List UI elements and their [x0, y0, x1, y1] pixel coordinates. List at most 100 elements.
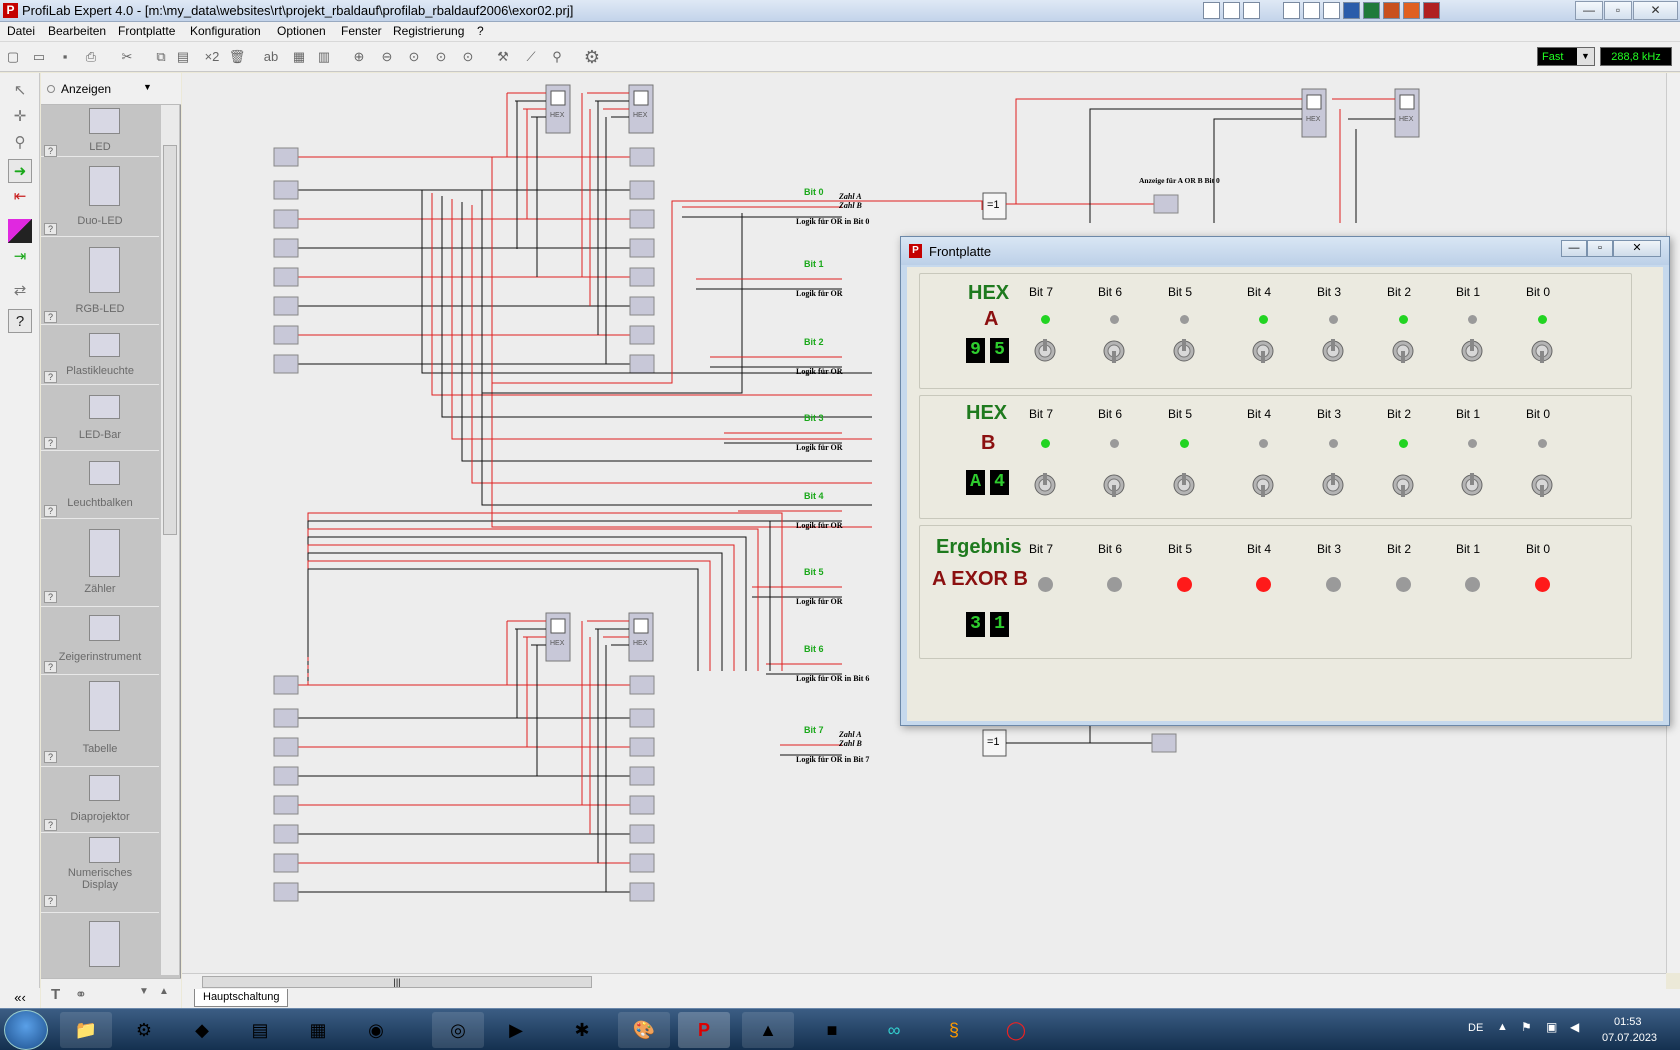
help-icon[interactable]: ? — [44, 751, 57, 763]
delete-icon[interactable]: 🗑 — [228, 49, 246, 64]
copy-icon[interactable]: ⧉ — [156, 49, 166, 64]
pointer-icon[interactable]: ↖ — [13, 82, 27, 99]
quicklaunch-icon[interactable] — [1283, 2, 1300, 19]
paint-task-icon[interactable]: 🎨 — [618, 1012, 670, 1048]
toggle-switch[interactable] — [1033, 469, 1057, 501]
paste-icon[interactable]: ▤ — [176, 49, 190, 64]
zoom-all-icon[interactable]: ⊙ — [462, 49, 474, 64]
close-button[interactable]: ✕ — [1613, 240, 1661, 257]
probe-icon[interactable]: ⚲ — [552, 49, 562, 64]
wire-icon[interactable]: ⟋ — [526, 49, 536, 64]
palette-item[interactable]: Plastikleuchte ? — [41, 325, 159, 385]
swap-icon[interactable]: ⇄ — [13, 282, 27, 299]
menu-konfiguration[interactable]: Konfiguration — [190, 24, 261, 38]
palette-item[interactable]: Diaprojektor ? — [41, 767, 159, 833]
toggle-switch[interactable] — [1321, 469, 1345, 501]
horizontal-scrollbar[interactable]: ||| — [182, 973, 1666, 989]
quicklaunch-icon[interactable] — [1323, 2, 1340, 19]
app-task-icon[interactable]: ◯ — [1005, 1020, 1027, 1040]
help-icon[interactable]: ? — [44, 591, 57, 603]
palette-header[interactable]: Anzeigen ▼ — [41, 73, 181, 105]
tray-up-icon[interactable]: ▲ — [1497, 1021, 1508, 1033]
menu-optionen[interactable]: Optionen — [277, 24, 326, 38]
profilab-task-icon[interactable]: P — [678, 1012, 730, 1048]
grid-icon[interactable]: ▦ — [292, 49, 306, 64]
settings-task-icon[interactable]: ⚙ — [135, 1020, 153, 1040]
new-file-icon[interactable]: ▢ — [6, 49, 20, 64]
frontplatte-titlebar[interactable]: P Frontplatte — ▫ ✕ — [901, 237, 1669, 265]
app-task-icon[interactable]: ◉ — [368, 1020, 384, 1040]
arduino-task-icon[interactable]: ∞ — [887, 1020, 901, 1040]
quicklaunch-icon[interactable] — [1223, 2, 1240, 19]
run-arrow-icon[interactable]: ➜ — [8, 159, 32, 183]
help-icon[interactable]: ? — [44, 223, 57, 235]
toggle-switch[interactable] — [1033, 335, 1057, 367]
chrome-task-icon[interactable]: ◎ — [432, 1012, 484, 1048]
start-button[interactable] — [4, 1010, 48, 1050]
excel-icon[interactable] — [1363, 2, 1380, 19]
print-icon[interactable]: ⎙ — [85, 49, 97, 64]
app-icon[interactable] — [1423, 2, 1440, 19]
palette-item[interactable]: RGB-LED ? — [41, 237, 159, 325]
toggle-switch[interactable] — [1321, 335, 1345, 367]
palette-item[interactable]: Zeigerinstrument ? — [41, 607, 159, 675]
menu-bearbeiten[interactable]: Bearbeiten — [48, 24, 107, 38]
volume-icon[interactable]: ◀ — [1570, 1020, 1580, 1034]
menu-registrierung[interactable]: Registrierung — [393, 24, 465, 38]
language-indicator[interactable]: DE — [1468, 1022, 1484, 1034]
app-task-icon[interactable]: ▤ — [251, 1020, 269, 1040]
menu-help[interactable]: ? — [477, 24, 484, 38]
quicklaunch-icon[interactable] — [1303, 2, 1320, 19]
maximize-button[interactable]: ▫ — [1587, 240, 1613, 257]
collapse-icon[interactable]: «‹ — [0, 988, 40, 1008]
word-icon[interactable] — [1343, 2, 1360, 19]
menu-datei[interactable]: Datei — [7, 24, 36, 38]
stop-icon[interactable]: ⇤ — [13, 188, 27, 205]
toggle-switch[interactable] — [1391, 469, 1415, 501]
app-task-icon[interactable]: ✱ — [574, 1020, 590, 1040]
help-icon[interactable]: ? — [44, 311, 57, 323]
menu-fenster[interactable]: Fenster — [341, 24, 382, 38]
network-icon[interactable]: ▣ — [1546, 1020, 1558, 1034]
frontplatte-window[interactable]: P Frontplatte — ▫ ✕ HEX A 9 5 HEX B A 4 … — [900, 236, 1670, 726]
help-pointer-icon[interactable]: ? — [8, 309, 32, 333]
chevron-down-icon[interactable]: ▼ — [143, 82, 152, 92]
media-task-icon[interactable]: ▶ — [509, 1020, 523, 1040]
quicklaunch-icon[interactable] — [1203, 2, 1220, 19]
app-task-icon[interactable]: ▲ — [742, 1012, 794, 1048]
minimize-button[interactable]: — — [1561, 240, 1587, 257]
zoom-out-icon[interactable]: ⊖ — [381, 49, 393, 64]
quicklaunch-icon[interactable] — [1243, 2, 1260, 19]
toggle-switch[interactable] — [1172, 335, 1196, 367]
palette-item[interactable]: LED-Bar ? — [41, 385, 159, 451]
app-task-icon[interactable]: ◆ — [195, 1020, 209, 1040]
help-icon[interactable]: ? — [44, 661, 57, 673]
help-icon[interactable]: ? — [44, 371, 57, 383]
palette-item[interactable]: Numerisches Display ? — [41, 833, 159, 913]
grid2-icon[interactable]: ▥ — [317, 49, 331, 64]
magnifier-icon[interactable]: ⚲ — [14, 134, 26, 151]
scroll-thumb[interactable]: ||| — [202, 976, 592, 988]
maximize-button[interactable]: ▫ — [1604, 1, 1632, 20]
toggle-switch[interactable] — [1530, 335, 1554, 367]
palette-category[interactable]: Anzeigen — [61, 82, 112, 96]
binoculars-icon[interactable]: ⚭ — [75, 986, 87, 1002]
hammer-icon[interactable]: ⚒ — [497, 49, 509, 64]
chevron-down-icon[interactable]: ▼ — [1577, 48, 1594, 65]
app-task-icon[interactable]: § — [948, 1020, 959, 1040]
settings-gear-icon[interactable]: ⚙ — [583, 47, 601, 67]
color-icon[interactable] — [8, 219, 32, 243]
open-folder-icon[interactable]: ▭ — [32, 49, 46, 64]
palette-item[interactable] — [41, 913, 159, 975]
zoom-in-icon[interactable]: ⊕ — [353, 49, 365, 64]
text-tool-icon[interactable]: T — [51, 986, 61, 1003]
toggle-switch[interactable] — [1172, 469, 1196, 501]
help-icon[interactable]: ? — [44, 819, 57, 831]
close-button[interactable]: ✕ — [1633, 1, 1678, 20]
palette-item[interactable]: Leuchtbalken ? — [41, 451, 159, 519]
palette-item[interactable]: Duo-LED ? — [41, 157, 159, 237]
app-task-icon[interactable]: ■ — [826, 1020, 838, 1040]
crosshair-icon[interactable]: ✛ — [13, 108, 27, 125]
text-icon[interactable]: ab — [263, 49, 279, 64]
palette-item[interactable]: LED ? — [41, 105, 159, 157]
